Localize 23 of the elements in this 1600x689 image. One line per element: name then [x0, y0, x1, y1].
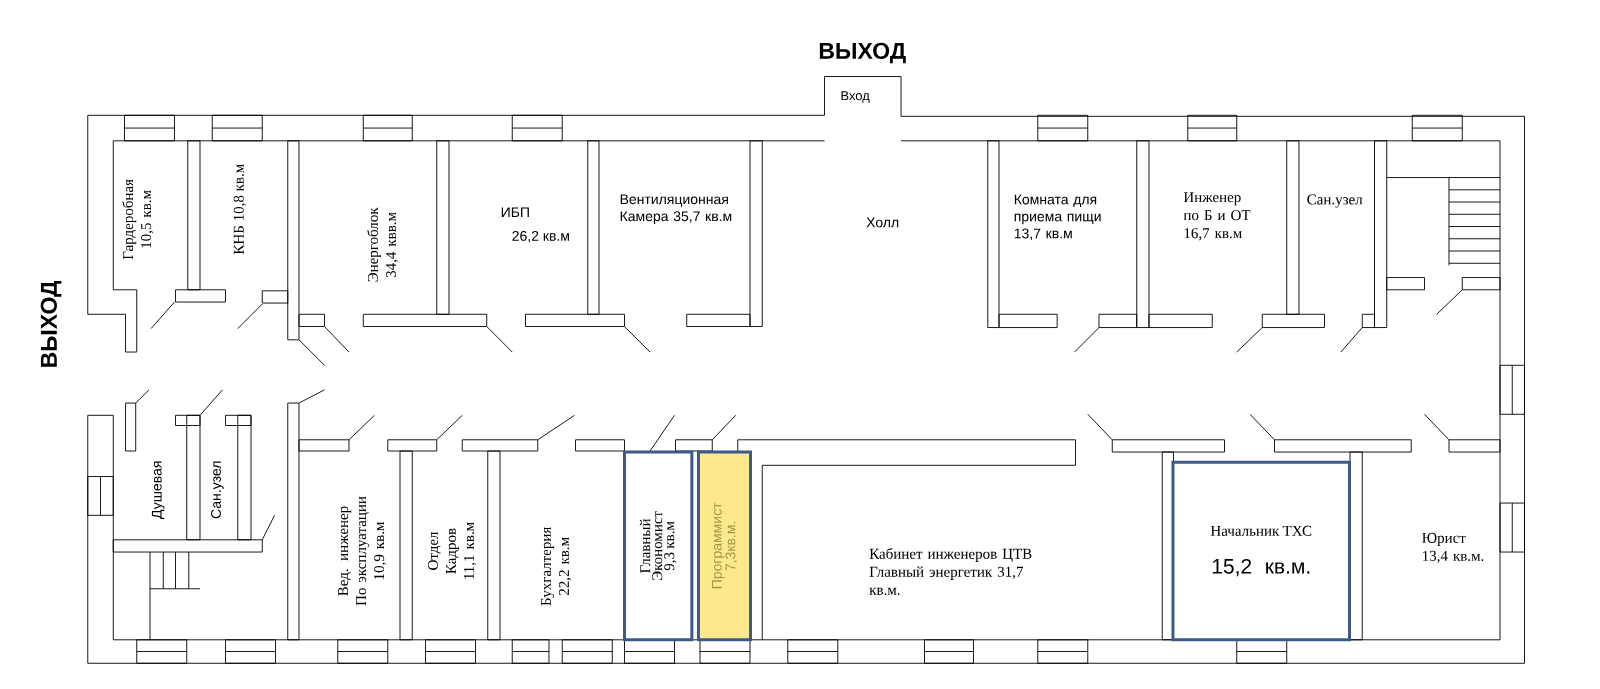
room-label: Комната для приема пищи 13,7 кв.м [1014, 194, 1101, 241]
room-label: Юрист 13,4 кв.м. [1422, 532, 1484, 564]
room-label: Энергоблок 34,4 квв.м [367, 207, 399, 282]
room-label: Душевая [151, 461, 165, 519]
room-label: Кабинет инженеров ЦТВ Главный энергетик 31,7 кв.м. [869, 547, 1032, 595]
room-label: ИБП [501, 207, 529, 218]
room-label: КНБ 10,8 кв.м [233, 164, 246, 255]
exit-label: ВЫХОД [40, 280, 62, 367]
entrance-label: Вход [841, 91, 870, 103]
highlighted-room: Начальник ТХС 15,2 кв.м. [1171, 460, 1351, 642]
highlighted-room: Программист 7,3кв.м. [697, 450, 752, 642]
room-label: Бухгалтерия 22,2 кв.м [541, 526, 572, 606]
room-label: Холл [866, 217, 899, 228]
room-label: Сан.узел [211, 461, 224, 519]
highlighted-room: Главный Экономист 9,3 кв.м [623, 450, 694, 642]
room-label: Инженер по Б и ОТ 16,7 кв.м [1183, 192, 1251, 241]
room-label: Вентиляционная Камера 35,7 кв.м [620, 194, 732, 224]
room-label: Гардеробная 10,5 кв.м [122, 179, 154, 260]
room-label: 26,2 кв.м [512, 230, 569, 243]
room-label: Сан.узел [1307, 194, 1363, 208]
room-label: Отдел Кадров 11,1 кв.м [427, 522, 477, 579]
exit-label: ВЫХОД [819, 42, 906, 64]
room-label: Вед. инженер По эксплуатации 10,9 кв.м [338, 496, 387, 606]
